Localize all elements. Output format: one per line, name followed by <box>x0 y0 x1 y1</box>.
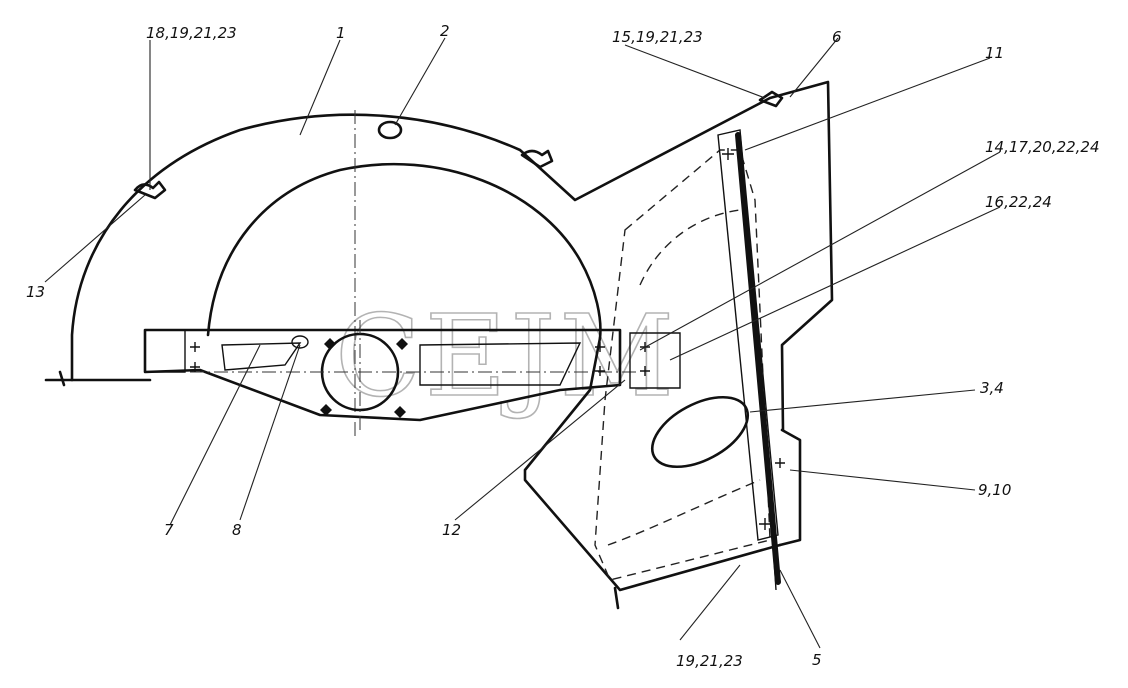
callout-9-10: 9,10 <box>978 481 1011 499</box>
rail-cross-marks <box>722 148 785 530</box>
clip-top <box>520 149 554 169</box>
mudguard-hidden-outline <box>594 149 771 581</box>
rivet-1 <box>324 338 336 350</box>
callout-12: 12 <box>442 521 461 539</box>
callout-2: 2 <box>440 22 450 40</box>
callout-18-19-21-23: 18,19,21,23 <box>146 24 237 42</box>
callout-1: 1 <box>336 24 346 42</box>
leader-lines <box>44 37 1001 649</box>
mudguard-hidden-curve <box>607 209 761 546</box>
rivet-2 <box>396 338 408 350</box>
callout-16-22-24: 16,22,24 <box>985 193 1052 211</box>
bracket-small-hole <box>291 335 309 349</box>
bracket-plate-12 <box>629 332 681 389</box>
mudguard-lower-flange <box>613 428 802 610</box>
hole-2 <box>377 120 403 140</box>
rivet-3 <box>320 404 332 416</box>
clip-6 <box>758 90 784 108</box>
callout-13: 13 <box>26 283 45 301</box>
callout-14-17-20-22-24: 14,17,20,22,24 <box>985 138 1100 156</box>
mudguard-panel <box>523 336 782 592</box>
bracket-centre-cross <box>190 320 640 430</box>
callout-19-21-23: 19,21,23 <box>676 652 743 670</box>
callout-7: 7 <box>164 521 174 539</box>
bracket-end-left <box>144 329 186 373</box>
callout-3-4: 3,4 <box>980 379 1004 397</box>
callout-8: 8 <box>232 521 242 539</box>
rail-end-bolt <box>773 559 777 591</box>
cutout-3-4 <box>650 395 750 469</box>
callout-11: 11 <box>985 44 1004 62</box>
wheel-arch-outer <box>70 80 834 432</box>
wheel-arch-inner <box>206 162 602 340</box>
arch-base-tab <box>58 370 66 387</box>
mud-flap-rail-5 <box>735 132 781 585</box>
rivet-4 <box>394 406 406 418</box>
callout-15-19-21-23: 15,19,21,23 <box>612 28 703 46</box>
callout-6: 6 <box>832 28 842 46</box>
callout-5: 5 <box>812 651 822 669</box>
bracket-slot-left <box>221 342 302 371</box>
clip-left <box>133 180 167 200</box>
